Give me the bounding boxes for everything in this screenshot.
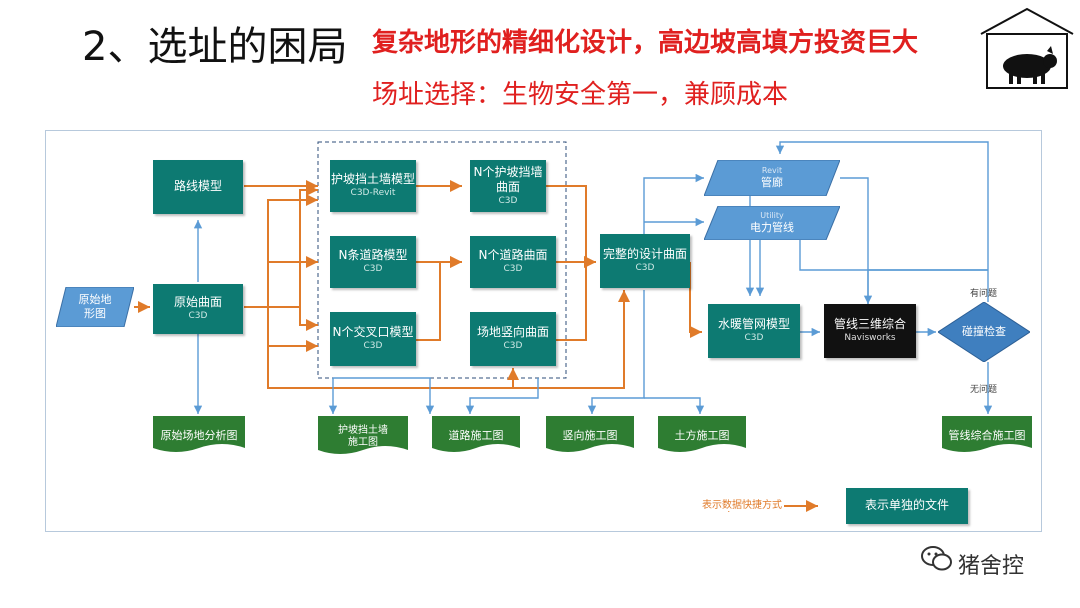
original-terrain-label: 原始地 形图 (78, 293, 112, 320)
original-surface-label: 原始曲面 (173, 295, 222, 310)
n-road-model-label: N条道路模型 (338, 248, 408, 263)
water-pipe-model-sub: C3D (744, 332, 764, 343)
n-intersection-model-label: N个交叉口模型 (332, 325, 414, 340)
earthwork-drawing-doc[interactable]: 土方施工图 (658, 416, 746, 456)
road-drawing-label: 道路施工图 (448, 429, 504, 443)
utility-power-sub: Utility (760, 211, 784, 221)
n-slope-surface-sub: C3D (498, 195, 518, 206)
slope-wall-model-sub: C3D-Revit (350, 187, 396, 198)
no-problem-label: 无问题 (970, 385, 998, 395)
utility-power-label: 电力管线 (750, 221, 794, 235)
utility-power-input[interactable]: Utility 电力管线 (704, 206, 840, 240)
site-analysis-doc[interactable]: 原始场地分析图 (153, 416, 245, 456)
original-surface-node[interactable]: 原始曲面 C3D (153, 284, 243, 334)
collision-check-label: 碰撞检查 (962, 325, 1006, 339)
subtitle-secondary: 场址选择：生物安全第一，兼顾成本 (372, 80, 789, 110)
diagram-frame (45, 130, 1042, 532)
subtitle-primary: 复杂地形的精细化设计，高边坡高填方投资巨大 (372, 28, 919, 58)
legend-box: 表示单独的文件 (846, 488, 968, 524)
complete-surface-node[interactable]: 完整的设计曲面 C3D (600, 234, 690, 288)
revit-pipe-sub: Revit (761, 166, 783, 176)
earthwork-drawing-label: 土方施工图 (674, 429, 730, 443)
original-surface-sub: C3D (188, 310, 208, 321)
n-road-surface-node[interactable]: N个道路曲面 C3D (470, 236, 556, 288)
water-pipe-model-node[interactable]: 水暖管网模型 C3D (708, 304, 800, 358)
page-title: 2、选址的困局 (82, 24, 348, 70)
site-vertical-surface-node[interactable]: 场地竖向曲面 C3D (470, 312, 556, 366)
route-model-label: 路线模型 (173, 179, 222, 194)
site-vertical-surface-sub: C3D (503, 340, 523, 351)
n-intersection-model-sub: C3D (363, 340, 383, 351)
revit-pipe-label: 管廊 (761, 176, 783, 190)
wechat-icon (921, 546, 952, 571)
vertical-drawing-doc[interactable]: 竖向施工图 (546, 416, 634, 456)
n-road-surface-label: N个道路曲面 (478, 248, 548, 263)
route-model-node[interactable]: 路线模型 (153, 160, 243, 214)
slope-wall-drawing-label: 护坡挡土墙 施工图 (338, 424, 388, 449)
legend-arrow-text: 表示数据快捷方式 (700, 496, 784, 511)
vertical-drawing-label: 竖向施工图 (562, 429, 618, 443)
pipeline-integration-label: 管线三维综合 (833, 317, 906, 332)
site-vertical-surface-label: 场地竖向曲面 (476, 325, 549, 340)
n-slope-surface-label: N个护坡挡墙 曲面 (473, 164, 543, 195)
complete-surface-sub: C3D (635, 262, 655, 273)
original-terrain-input[interactable]: 原始地 形图 (56, 287, 134, 327)
has-problem-label: 有问题 (970, 289, 998, 299)
collision-check-node[interactable]: 碰撞检查 (938, 302, 1030, 362)
road-drawing-doc[interactable]: 道路施工图 (432, 416, 520, 456)
n-road-model-sub: C3D (363, 263, 383, 274)
pig-house-logo (980, 7, 1074, 89)
n-road-surface-sub: C3D (503, 263, 523, 274)
pipeline-drawing-doc[interactable]: 管线综合施工图 (942, 416, 1032, 456)
n-intersection-model-node[interactable]: N个交叉口模型 C3D (330, 312, 416, 366)
complete-surface-label: 完整的设计曲面 (602, 247, 687, 262)
slope-wall-model-node[interactable]: 护坡挡土墙模型 C3D-Revit (330, 160, 416, 212)
pipeline-drawing-label: 管线综合施工图 (948, 429, 1026, 443)
watermark-text: 猪舍控 (958, 554, 1025, 579)
legend-box-text: 表示单独的文件 (864, 498, 949, 513)
pipeline-integration-sub: Navisworks (844, 332, 896, 343)
revit-pipe-input[interactable]: Revit 管廊 (704, 160, 840, 196)
slope-wall-model-label: 护坡挡土墙模型 (330, 172, 415, 187)
n-slope-surface-node[interactable]: N个护坡挡墙 曲面 C3D (470, 160, 546, 212)
water-pipe-model-label: 水暖管网模型 (717, 317, 790, 332)
slope-wall-drawing-doc[interactable]: 护坡挡土墙 施工图 (318, 416, 408, 458)
n-road-model-node[interactable]: N条道路模型 C3D (330, 236, 416, 288)
pipeline-integration-node[interactable]: 管线三维综合 Navisworks (824, 304, 916, 358)
site-analysis-label: 原始场地分析图 (160, 429, 238, 443)
